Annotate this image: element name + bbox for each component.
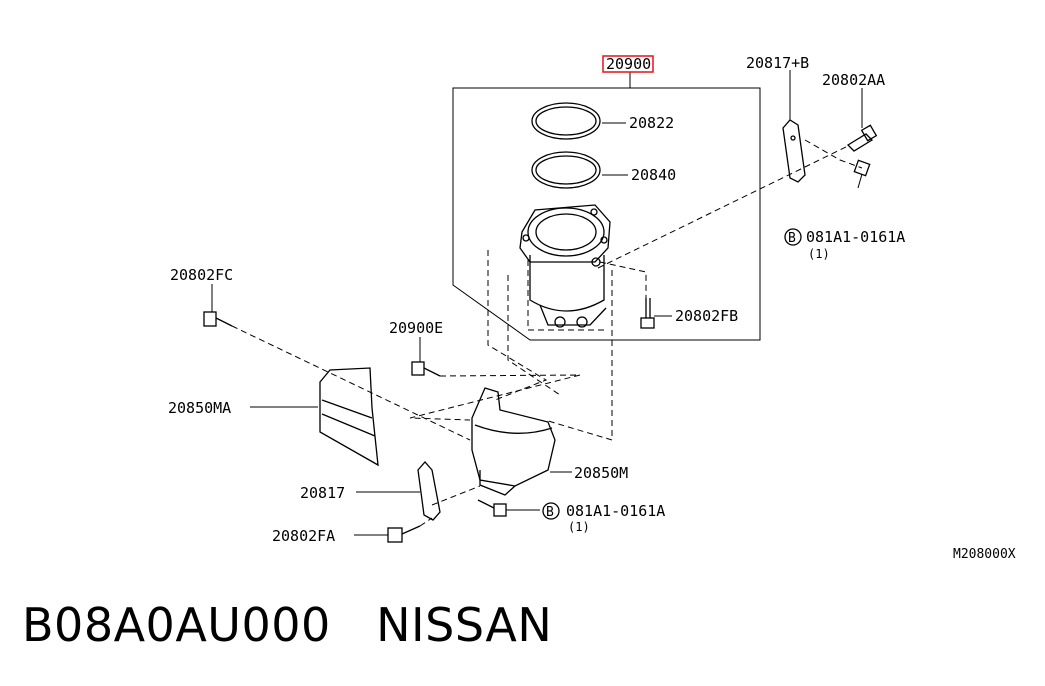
label-20850m[interactable]: 20850M <box>574 464 628 482</box>
label-20850ma[interactable]: 20850MA <box>168 399 231 417</box>
bolt-20802aa[interactable] <box>846 88 878 152</box>
label-20817[interactable]: 20817 <box>300 484 345 502</box>
bracket-20817[interactable] <box>356 461 441 521</box>
bracket-20817-b[interactable] <box>782 70 806 183</box>
bolt-symbol-top: B <box>788 231 796 246</box>
bolt-20900e[interactable] <box>411 337 441 377</box>
label-081a1-top[interactable]: 081A1-0161A <box>806 228 905 246</box>
label-20900[interactable]: 20900 <box>606 55 651 73</box>
bolt-symbol-circle-bottom <box>542 502 560 520</box>
part-number: B08A0AU000 <box>22 598 331 652</box>
diagram-reference: M208000X <box>953 547 1016 562</box>
bolt-081a1-bottom[interactable] <box>477 499 540 517</box>
bolt-20802fb[interactable] <box>640 298 672 329</box>
label-20840[interactable]: 20840 <box>631 166 676 184</box>
bolt-20802fc[interactable] <box>203 284 233 327</box>
label-20817-b[interactable]: 20817+B <box>746 54 809 72</box>
qty-081a1-bottom: (1) <box>568 520 590 534</box>
exploded-view-diagram: 20900 20822 20840 20817+B 20802AA B 081A… <box>168 54 1016 562</box>
gasket-20822[interactable] <box>531 102 626 140</box>
caption: B08A0AU000 NISSAN <box>22 598 552 652</box>
highlight-box-20900 <box>602 55 654 73</box>
heat-shield-20850m[interactable] <box>471 387 572 496</box>
label-20802fb[interactable]: 20802FB <box>675 307 738 325</box>
catalytic-converter[interactable] <box>519 204 611 328</box>
bolt-symbol-circle-top <box>784 228 802 246</box>
gasket-20840[interactable] <box>531 151 628 189</box>
heat-shield-20850ma[interactable] <box>250 367 379 467</box>
label-081a1-bottom[interactable]: 081A1-0161A <box>566 502 665 520</box>
label-20822[interactable]: 20822 <box>629 114 674 132</box>
label-20802aa[interactable]: 20802AA <box>822 71 885 89</box>
bolt-081a1-top[interactable] <box>853 159 871 189</box>
brand-name: NISSAN <box>376 598 553 652</box>
bolt-20802fa[interactable] <box>354 525 421 543</box>
qty-081a1-top: (1) <box>808 247 830 261</box>
assembly-dashed-lines <box>231 139 863 527</box>
label-20802fc[interactable]: 20802FC <box>170 266 233 284</box>
label-20802fa[interactable]: 20802FA <box>272 527 335 545</box>
label-20900e[interactable]: 20900E <box>389 319 443 337</box>
assembly-outline <box>452 72 761 341</box>
bolt-symbol-bottom: B <box>546 505 554 520</box>
